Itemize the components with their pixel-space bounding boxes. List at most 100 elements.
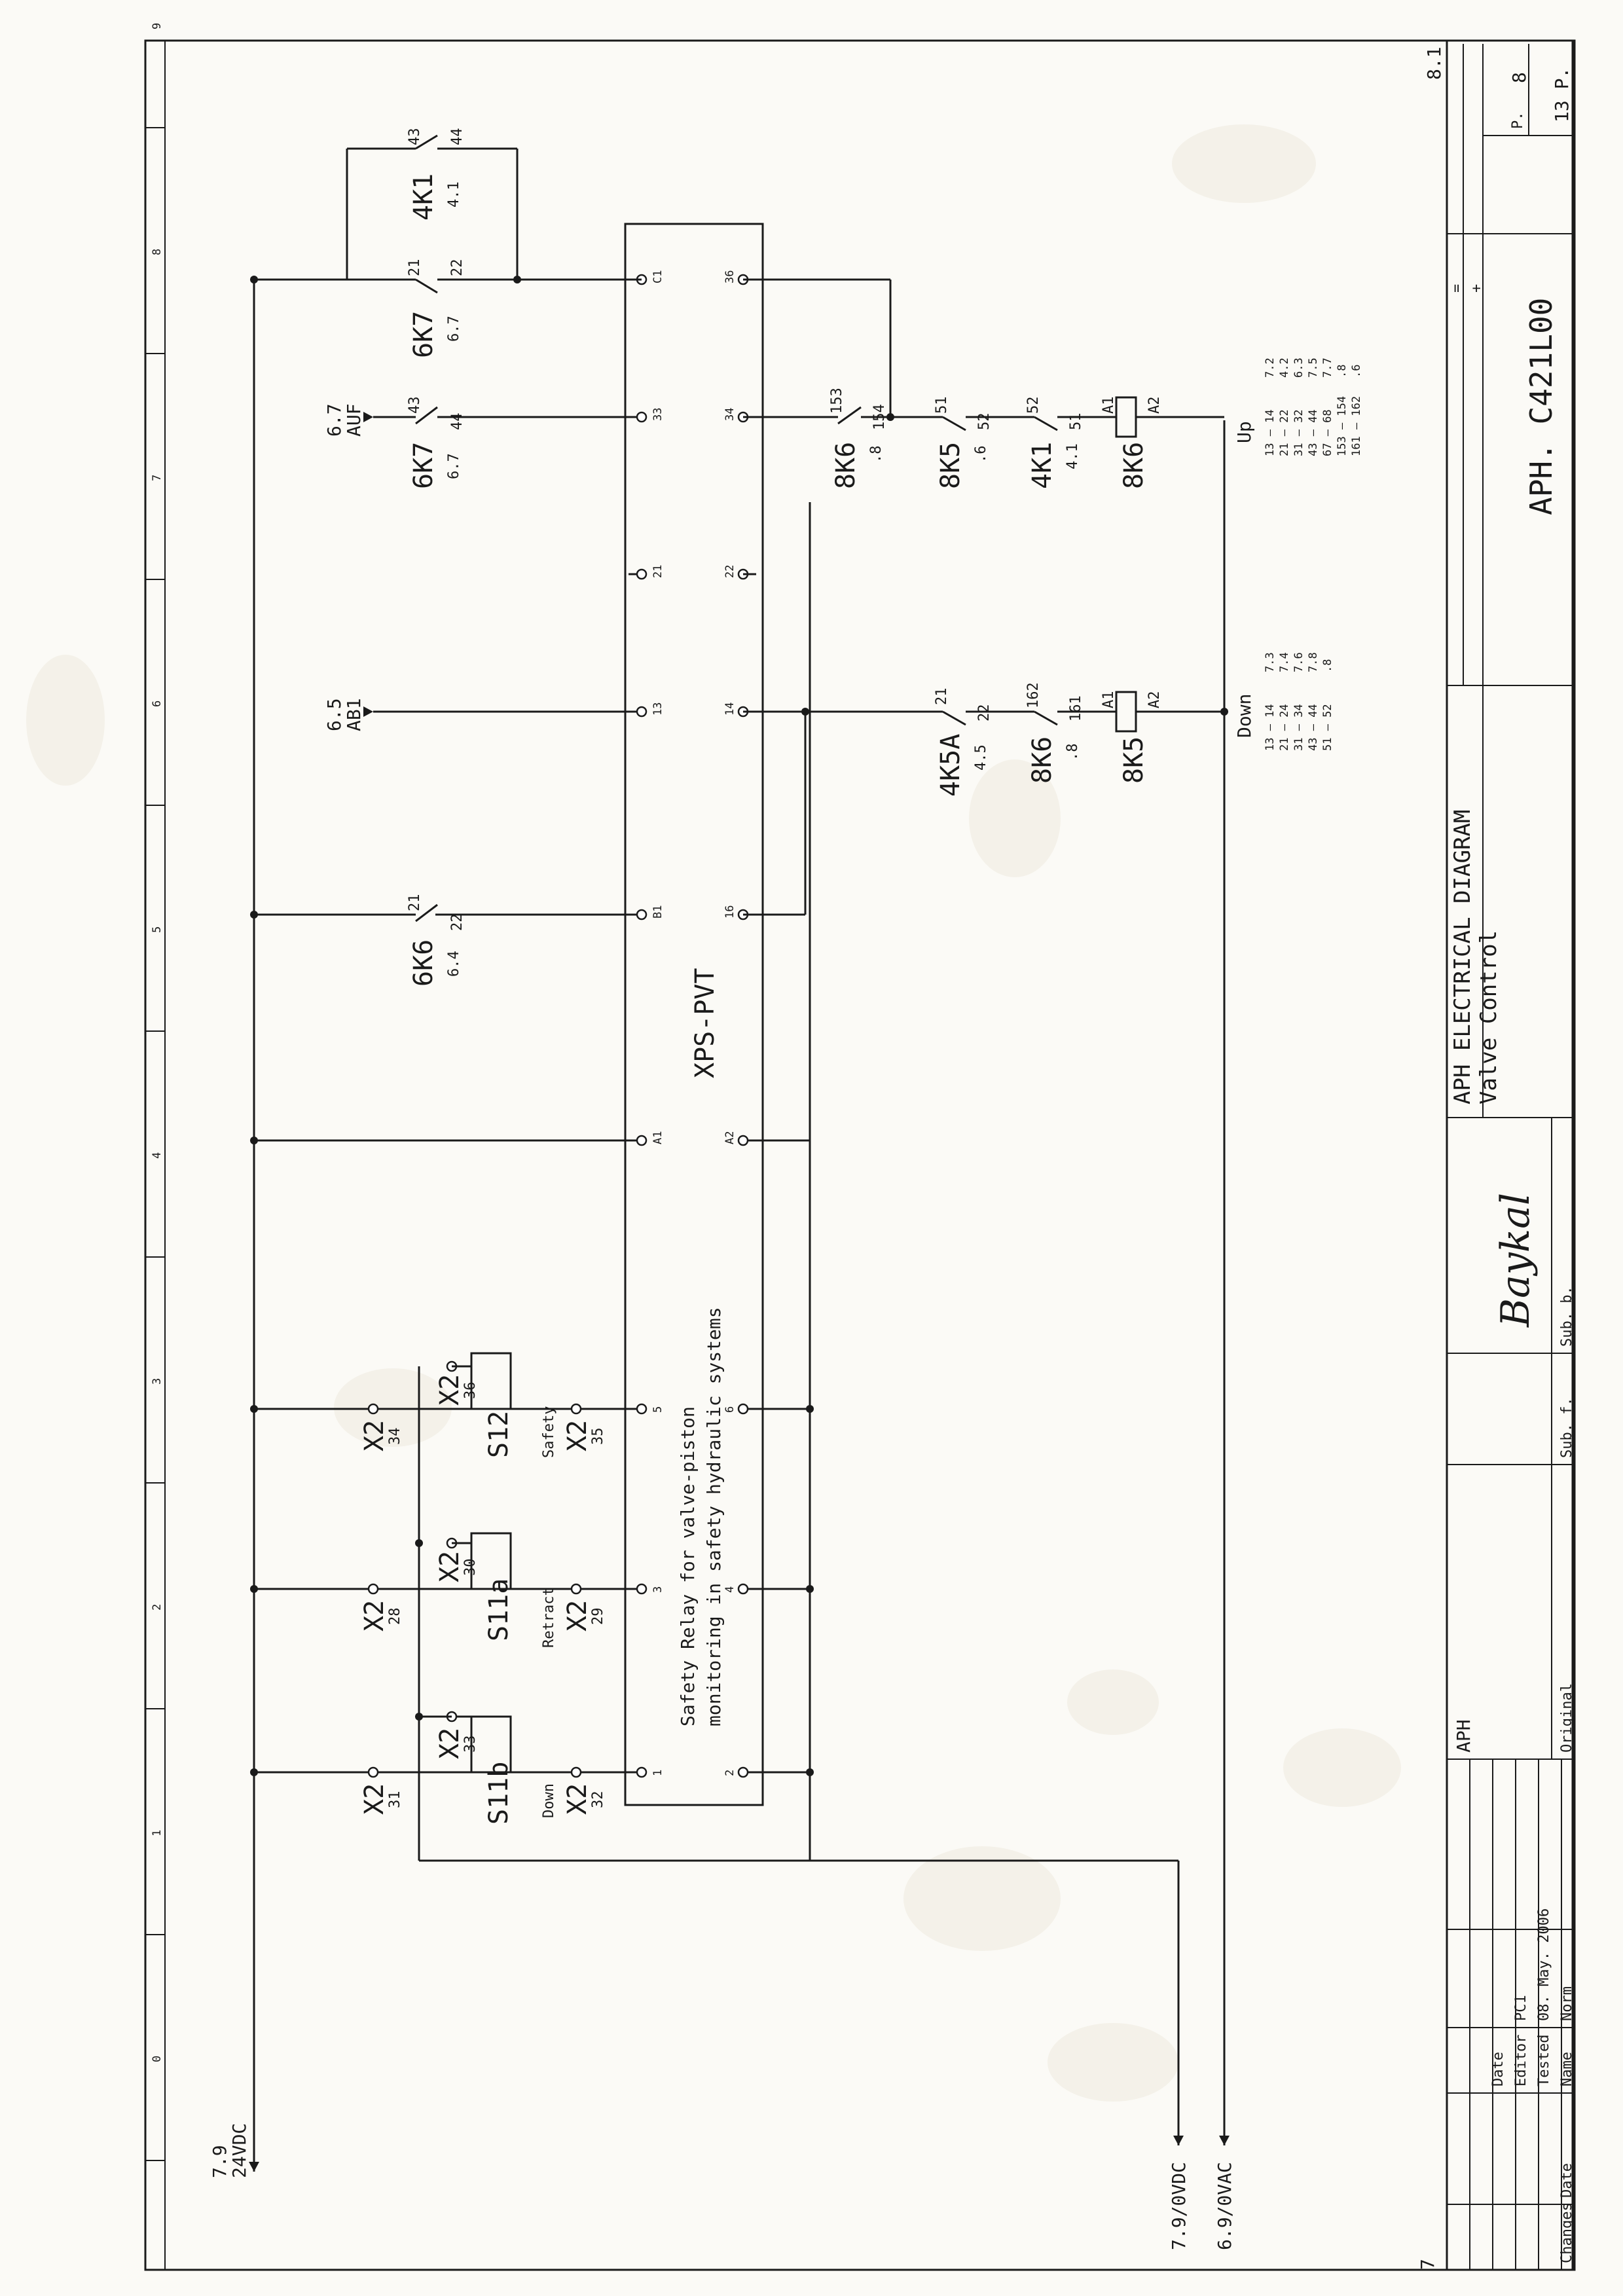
contact-list-ref: 7.8 (1307, 652, 1320, 672)
contact-list-pins: 21 — 22 (1278, 409, 1291, 456)
relay-terminal-label: 5 (651, 1406, 665, 1413)
supply-label-24vdc: 24VDC (228, 2123, 250, 2178)
pin-36: 36 (462, 1382, 479, 1400)
pin-34: 34 (387, 1428, 403, 1446)
tb-original: Original (1559, 1683, 1575, 1753)
column-number: 7 (151, 475, 164, 481)
contact-list-pins: 153 — 154 (1336, 396, 1349, 456)
tb-title-2: Valve Control (1476, 930, 1502, 1104)
supply-label-0vac: 6.9/0VAC (1214, 2162, 1235, 2250)
column-number: 9 (151, 23, 164, 29)
contact-pin-8k6-153: 153 (829, 388, 845, 414)
terminal-x2-36: X2 (435, 1374, 465, 1406)
contact-list-pins: 13 — 14 (1264, 409, 1277, 456)
contact-ref-8k6-no: .8 (868, 446, 884, 464)
contact-name-8k6-no: 8K6 (831, 442, 861, 489)
relay-terminal-label: 14 (723, 702, 737, 716)
contact-pin-8k6-154: 154 (871, 404, 888, 430)
tb-date-value: 08. May. 2006 (1536, 1908, 1552, 2021)
coil-8k6-a1: A1 (1101, 397, 1117, 414)
sheet-border (144, 39, 1574, 2271)
contact-pin-4k5a-a: 21 (934, 688, 950, 706)
contact-ref-8k5-nc: .6 (973, 446, 989, 464)
relay-terminal-label: A1 (651, 1131, 665, 1144)
tb-title-1: APH ELECTRICAL DIAGRAM (1450, 810, 1476, 1104)
supply-arrows (249, 2136, 1230, 2172)
contact-ref-4k5a: 4.5 (973, 744, 989, 771)
contact-name-6k7-nc: 6K7 (409, 311, 439, 358)
contact-name-6k6: 6K6 (409, 939, 439, 987)
terminal-x2-30: X2 (435, 1551, 465, 1582)
contact-ref-4k1-no: 4.1 (446, 181, 462, 208)
contact-list-pins: 21 — 24 (1278, 704, 1291, 751)
tb-date2: Date (1559, 2163, 1575, 2198)
contact-pin-4k1-43: 43 (407, 128, 423, 146)
contact-pin-6k6-a: 21 (407, 894, 423, 912)
contact-pin-6k6-b: 22 (449, 914, 465, 932)
contact-list-ref: 7.2 (1264, 357, 1277, 378)
switch-function-s11a: Retract (541, 1587, 557, 1648)
pin-31: 31 (387, 1791, 403, 1809)
pin-29: 29 (590, 1608, 606, 1626)
contact-pin-8k5-52: 52 (976, 413, 993, 431)
contact-list-ref: .8 (1336, 365, 1349, 378)
pin-30: 30 (462, 1559, 479, 1576)
switch-label-s11a: S11a (484, 1578, 514, 1641)
contact-8k6-no (837, 406, 862, 425)
contact-6k7-no (415, 406, 438, 425)
relay-terminal-label: C1 (651, 270, 665, 283)
relay-terminal-label: 3 (651, 1586, 665, 1593)
contact-name-4k1-no: 4K1 (409, 173, 439, 221)
contact-list-pins: 43 — 44 (1307, 704, 1320, 751)
contact-list-ref: 7.4 (1278, 652, 1291, 672)
contact-list-ref: 4.2 (1278, 357, 1291, 378)
relay-terminal-label: 4 (723, 1586, 737, 1593)
contact-ref-6k6: 6.4 (446, 951, 462, 977)
contact-ref-4k1-nc: 4.1 (1065, 443, 1081, 469)
contact-list-pins: 43 — 44 (1307, 409, 1320, 456)
tb-date: Date (1490, 2052, 1506, 2086)
contact-name-8k5-nc: 8K5 (936, 442, 966, 489)
coil-8k6-a2: A2 (1146, 397, 1163, 414)
contact-8k6-nc (1034, 710, 1058, 726)
tb-name: Name (1559, 2052, 1575, 2086)
contact-list-pins: 31 — 32 (1292, 409, 1305, 456)
coil-function-8k5: Down (1233, 694, 1255, 738)
title-block (1446, 39, 1576, 2271)
column-number: 5 (151, 926, 164, 933)
contact-list-ref: 7.3 (1264, 652, 1277, 672)
supply-ref-24vdc: 7.9 (209, 2145, 230, 2178)
relay-terminal-label: 1 (651, 1770, 665, 1776)
terminal-x2-33: X2 (435, 1728, 465, 1759)
relay-terminal-label: 16 (723, 905, 737, 919)
contact-name-6k7-no: 6K7 (409, 442, 439, 489)
contact-name-4k5a: 4K5A (936, 734, 966, 797)
tb-company: APH (1453, 1719, 1474, 1753)
switch-row-s11a (250, 1532, 814, 1595)
contact-name-8k6-nc: 8K6 (1027, 737, 1057, 784)
tb-changes: Changes (1559, 2202, 1575, 2263)
relay-terminal-label: 34 (723, 408, 737, 421)
supply-label-0vdc: 7.9/0VDC (1168, 2162, 1190, 2250)
switch-label-s11b: S11b (484, 1762, 514, 1825)
contact-list-pins: 67 — 68 (1321, 409, 1334, 456)
contact-pin-4k1-51: 51 (1068, 413, 1084, 431)
tb-editor: Editor (1513, 2035, 1529, 2086)
relay-terminal-label: 33 (651, 408, 665, 421)
contact-pin-6k7-21: 21 (407, 259, 423, 277)
contact-ref-8k6-nc: .8 (1065, 744, 1081, 761)
relay-description-2: monitoring in safety hydraulic systems (703, 1307, 725, 1726)
coil-function-8k6: Up (1233, 421, 1255, 443)
pin-33: 33 (462, 1736, 479, 1753)
relay-terminal-label: 36 (723, 270, 737, 283)
contact-pin-6k7-44: 44 (449, 413, 465, 431)
tb-editor-value: PC1 (1513, 1995, 1529, 2021)
contact-8k5-nc (942, 416, 966, 431)
prev-page-marker: 7 (1417, 2259, 1438, 2270)
column-number: 4 (151, 1152, 164, 1159)
coil-8k6 (1115, 396, 1137, 438)
contact-pin-8k5-51: 51 (934, 397, 950, 414)
contact-pin-8k6-162: 162 (1025, 682, 1042, 708)
coil-8k5 (1115, 691, 1137, 733)
